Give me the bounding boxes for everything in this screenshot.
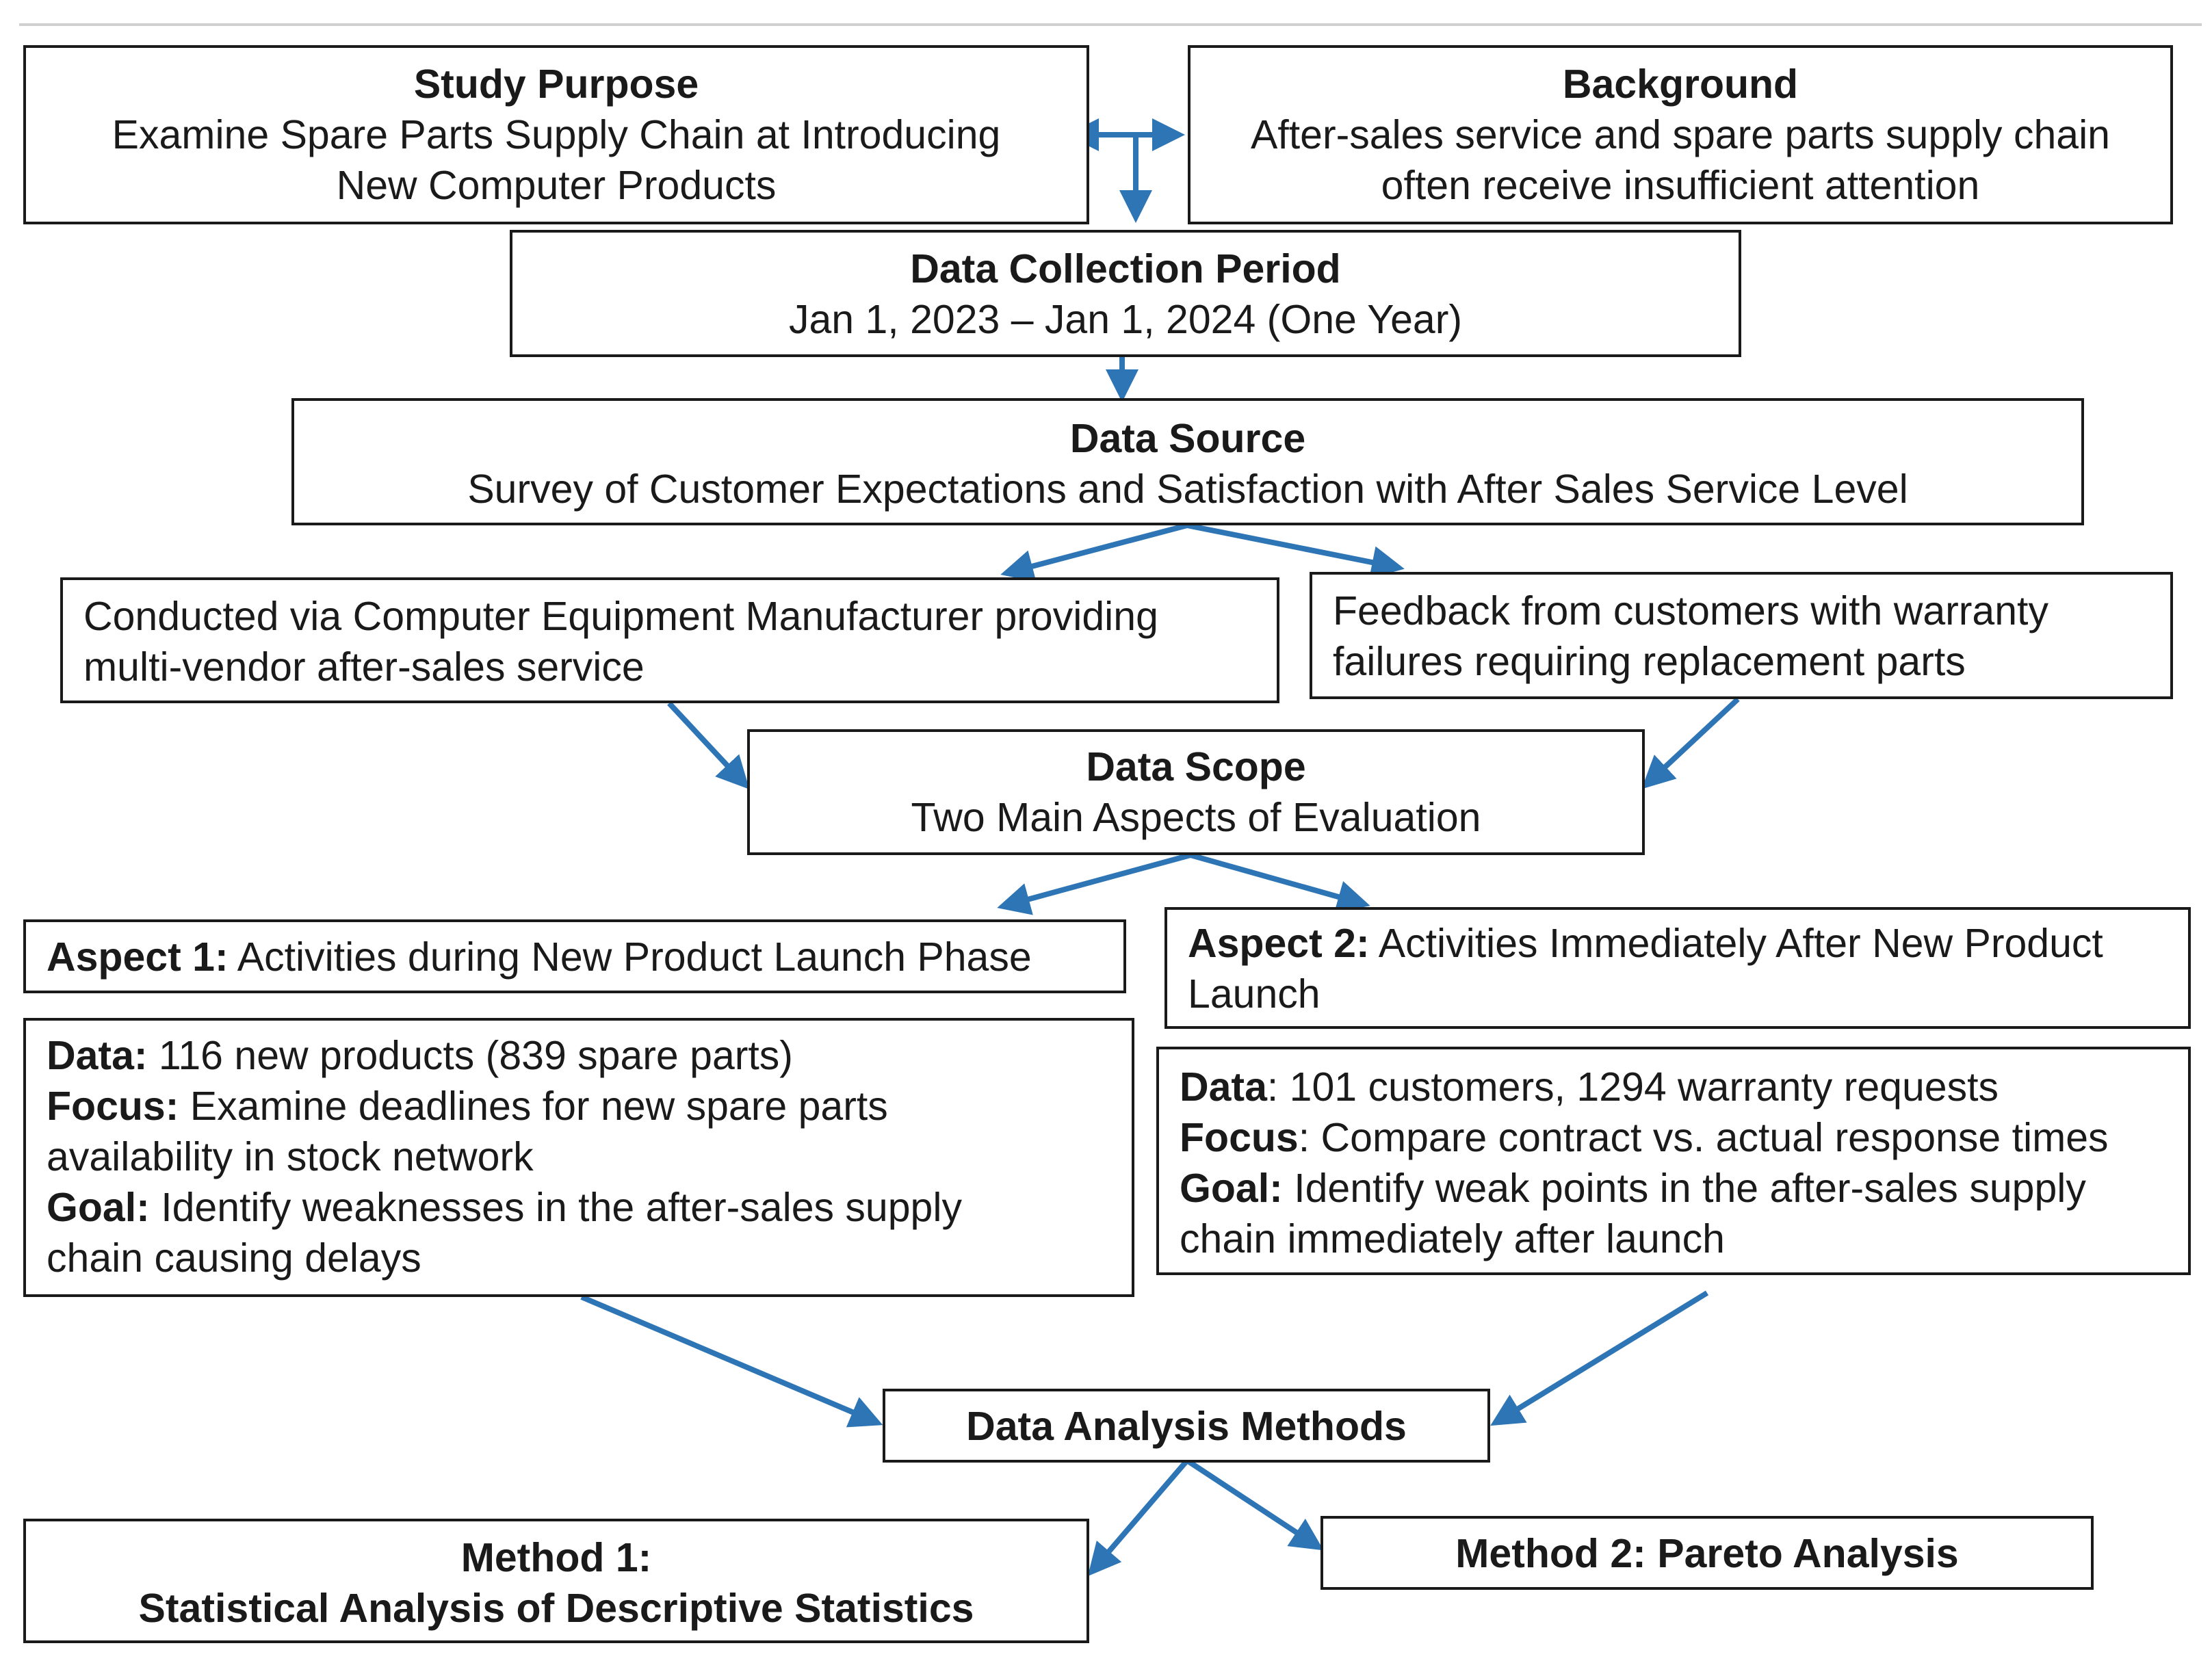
method2-box: Method 2: Pareto Analysis <box>1320 1516 2094 1590</box>
aspect1-details-box: Data: 116 new products (839 spare parts)… <box>23 1018 1134 1297</box>
method2-line1: Method 2: Pareto Analysis <box>1455 1531 1959 1576</box>
method1-line1: Method 1: <box>460 1535 652 1580</box>
aspect1-label: Aspect 1: <box>47 934 229 980</box>
study-purpose-line1: Examine Spare Parts Supply Chain at Intr… <box>112 112 1001 157</box>
arrow-analysis-method2 <box>1185 1458 1324 1551</box>
method1-line2: Statistical Analysis of Descriptive Stat… <box>138 1586 974 1631</box>
aspect1-data-label: Data: <box>47 1033 148 1078</box>
data-scope-title: Data Scope <box>1086 744 1306 789</box>
data-collection-title: Data Collection Period <box>910 246 1341 291</box>
study-purpose-line2: New Computer Products <box>336 163 777 208</box>
aspect2-text-line1: Activities Immediately After New Product <box>1369 921 2103 966</box>
data-source-title: Data Source <box>1069 416 1306 461</box>
data-collection-box: Data Collection Period Jan 1, 2023 – Jan… <box>510 230 1741 357</box>
analysis-methods-box: Data Analysis Methods <box>883 1389 1490 1463</box>
aspect1-focus-label: Focus: <box>47 1084 179 1129</box>
background-box: Background After-sales service and spare… <box>1188 45 2173 224</box>
arrow-feedback-scope <box>1641 697 1740 789</box>
aspect2-goal-text2: chain immediately after launch <box>1180 1216 1725 1261</box>
arrow-scope-aspect1 <box>997 852 1192 915</box>
data-source-box: Data Source Survey of Customer Expectati… <box>291 398 2084 525</box>
aspect1-data-text: 116 new products (839 spare parts) <box>147 1033 793 1078</box>
feedback-box: Feedback from customers with warranty fa… <box>1310 572 2173 699</box>
aspect2-focus-text: : Compare contract vs. actual response t… <box>1298 1115 2109 1160</box>
background-title: Background <box>1562 62 1799 107</box>
background-line1: After-sales service and spare parts supp… <box>1251 112 2110 157</box>
data-source-line1: Survey of Customer Expectations and Sati… <box>467 467 1908 512</box>
arrow-source-feedback <box>1186 523 1405 579</box>
aspect1-goal-text2: chain causing delays <box>47 1235 421 1281</box>
arrow-source-conducted <box>1000 523 1188 582</box>
aspect2-box: Aspect 2: Activities Immediately After N… <box>1164 907 2191 1029</box>
study-purpose-box: Study Purpose Examine Spare Parts Supply… <box>23 45 1089 224</box>
conducted-line2: multi-vendor after-sales service <box>83 644 645 690</box>
data-scope-box: Data Scope Two Main Aspects of Evaluatio… <box>747 729 1645 855</box>
aspect2-goal-label: Goal: <box>1180 1166 1283 1211</box>
arrow-aspect2-analysis <box>1490 1290 1709 1426</box>
aspect2-details-box: Data: 101 customers, 1294 warranty reque… <box>1156 1047 2191 1275</box>
conducted-line1: Conducted via Computer Equipment Manufac… <box>83 594 1158 639</box>
conducted-box: Conducted via Computer Equipment Manufac… <box>60 577 1279 703</box>
top-divider <box>19 23 2202 26</box>
arrow-conducted-scope <box>667 701 750 789</box>
aspect1-goal-text1: Identify weaknesses in the after-sales s… <box>149 1185 962 1230</box>
analysis-methods-title: Data Analysis Methods <box>966 1404 1407 1449</box>
data-scope-line1: Two Main Aspects of Evaluation <box>911 795 1481 840</box>
aspect1-box: Aspect 1: Activities during New Product … <box>23 919 1126 993</box>
arrow-scope-aspect2 <box>1189 852 1370 913</box>
arrow-analysis-method1 <box>1087 1458 1190 1577</box>
background-line2: often receive insufficient attention <box>1381 163 1980 208</box>
aspect2-label: Aspect 2: <box>1188 921 1370 966</box>
aspect1-focus-text2: availability in stock network <box>47 1134 534 1179</box>
arrow-aspect1-analysis <box>580 1294 883 1428</box>
aspect2-goal-text1: Identify weak points in the after-sales … <box>1282 1166 2086 1211</box>
aspect1-text: Activities during New Product Launch Pha… <box>228 934 1032 980</box>
study-purpose-title: Study Purpose <box>413 62 699 107</box>
data-collection-period: Jan 1, 2023 – Jan 1, 2024 (One Year) <box>788 297 1463 342</box>
aspect1-focus-text1: Examine deadlines for new spare parts <box>179 1084 888 1129</box>
aspect1-goal-label: Goal: <box>47 1185 150 1230</box>
method1-box: Method 1: Statistical Analysis of Descri… <box>23 1519 1089 1643</box>
feedback-line1: Feedback from customers with warranty <box>1333 588 2048 633</box>
aspect2-data-label: Data <box>1180 1064 1267 1110</box>
aspect2-text-line2: Launch <box>1188 971 1320 1017</box>
feedback-line2: failures requiring replacement parts <box>1333 639 1966 684</box>
aspect2-focus-label: Focus <box>1180 1115 1299 1160</box>
aspect2-data-text: : 101 customers, 1294 warranty requests <box>1266 1064 1999 1110</box>
